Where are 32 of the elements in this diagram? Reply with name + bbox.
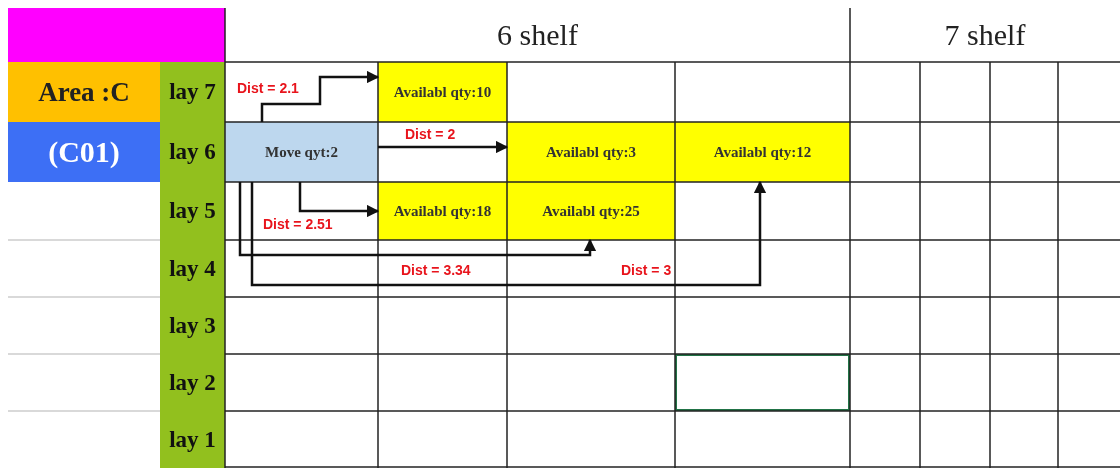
selection-outline bbox=[675, 354, 850, 411]
shelf-header: 7 shelf bbox=[943, 17, 1027, 53]
edge-label: Dist = 2.51 bbox=[262, 216, 334, 232]
arrow bbox=[378, 140, 509, 154]
arrow bbox=[250, 180, 767, 287]
edge-label: Dist = 3.34 bbox=[400, 262, 472, 278]
area-label: Area :C bbox=[8, 62, 160, 122]
source-cell: Move qyt:2 bbox=[225, 122, 378, 182]
location-code: (C01) bbox=[8, 122, 160, 182]
stock-cell: Availabl qty:3 bbox=[507, 122, 675, 182]
shelf-header: 6 shelf bbox=[496, 17, 579, 53]
arrow bbox=[298, 182, 380, 218]
row-label: lay 5 bbox=[160, 182, 225, 240]
arrow bbox=[260, 70, 380, 122]
stock-cell: Availabl qty:12 bbox=[675, 122, 850, 182]
arrow bbox=[238, 182, 597, 257]
row-label: lay 4 bbox=[160, 240, 225, 297]
row-label: lay 1 bbox=[160, 411, 225, 468]
row-label: lay 6 bbox=[160, 122, 225, 182]
node-label: Availabl qty:12 bbox=[713, 143, 812, 160]
row-label: lay 3 bbox=[160, 297, 225, 354]
stock-cell: Availabl qty:10 bbox=[378, 62, 507, 122]
stock-cell: Availabl qty:25 bbox=[507, 182, 675, 240]
edge-label: Dist = 2.1 bbox=[236, 80, 300, 96]
node-label: Availabl qty:25 bbox=[542, 202, 640, 219]
stock-cell: Availabl qty:18 bbox=[378, 182, 507, 240]
row-label: lay 2 bbox=[160, 354, 225, 411]
row-label: lay 7 bbox=[160, 62, 225, 122]
node-label: Availabl qty:18 bbox=[393, 202, 492, 219]
node-label: Availabl qty:3 bbox=[545, 143, 637, 160]
edge-label: Dist = 2 bbox=[404, 126, 457, 142]
edge-label: Dist = 3 bbox=[620, 262, 673, 278]
